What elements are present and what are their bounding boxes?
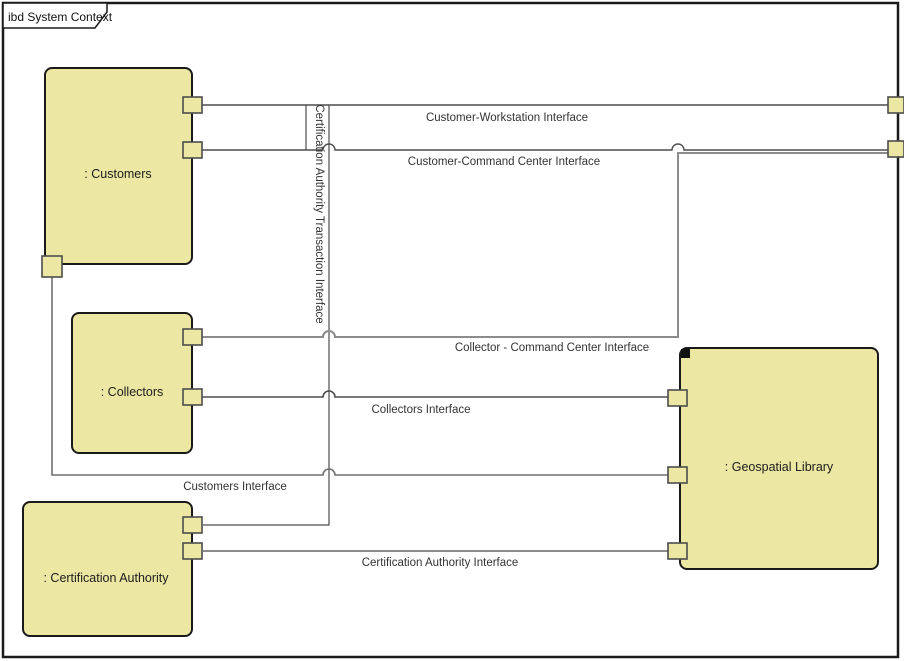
port-collectors-2[interactable] bbox=[182, 388, 203, 406]
block-collectors[interactable]: : Collectors bbox=[71, 312, 193, 454]
diagram-tab bbox=[2, 2, 108, 29]
port-certification-authority-1[interactable] bbox=[182, 516, 203, 534]
block-collectors-label: : Collectors bbox=[101, 385, 164, 399]
geospatial-corner-anchor bbox=[681, 349, 690, 358]
block-customers[interactable]: : Customers bbox=[44, 67, 193, 265]
port-frame-1[interactable] bbox=[887, 96, 904, 114]
connector-customers-interface[interactable] bbox=[51, 277, 668, 476]
block-geospatial-library-label: : Geospatial Library bbox=[725, 460, 834, 474]
label-cert-authority-interface: Certification Authority Interface bbox=[362, 557, 519, 569]
port-geospatial-1[interactable] bbox=[667, 389, 688, 407]
connector-cert-authority-transaction[interactable] bbox=[203, 105, 330, 526]
diagram-tab-label: ibd System Context bbox=[8, 10, 113, 24]
block-geospatial-library-body[interactable] bbox=[679, 347, 879, 570]
connector-collector-command-center[interactable] bbox=[192, 152, 888, 338]
block-certification-authority[interactable]: : Certification Authority bbox=[22, 501, 193, 637]
port-geospatial-3[interactable] bbox=[667, 542, 688, 560]
block-collectors-body[interactable] bbox=[71, 312, 193, 454]
label-collectors-interface: Collectors Interface bbox=[371, 404, 470, 416]
block-customers-body[interactable] bbox=[44, 67, 193, 265]
port-customers-2[interactable] bbox=[182, 141, 203, 159]
port-certification-authority-2[interactable] bbox=[182, 542, 203, 560]
block-certification-authority-label: : Certification Authority bbox=[43, 571, 169, 585]
label-customer-workstation: Customer-Workstation Interface bbox=[426, 112, 588, 124]
port-customers-1[interactable] bbox=[182, 96, 203, 114]
port-geospatial-2[interactable] bbox=[667, 466, 688, 484]
block-certification-authority-body[interactable] bbox=[22, 501, 193, 637]
label-customer-command-center: Customer-Command Center Interface bbox=[408, 156, 600, 168]
connector-customer-command-center[interactable] bbox=[202, 143, 888, 151]
port-customers-3[interactable] bbox=[41, 255, 63, 278]
label-collector-command-center: Collector - Command Center Interface bbox=[455, 342, 649, 354]
label-cert-authority-transaction: Certification Authority Transaction Inte… bbox=[313, 104, 325, 323]
block-customers-label: : Customers bbox=[84, 167, 151, 181]
port-collectors-1[interactable] bbox=[182, 328, 203, 346]
block-geospatial-library[interactable]: : Geospatial Library bbox=[679, 347, 879, 570]
port-frame-2[interactable] bbox=[887, 140, 904, 158]
connector-collectors-interface[interactable] bbox=[192, 390, 668, 398]
label-customers-interface: Customers Interface bbox=[183, 481, 287, 493]
